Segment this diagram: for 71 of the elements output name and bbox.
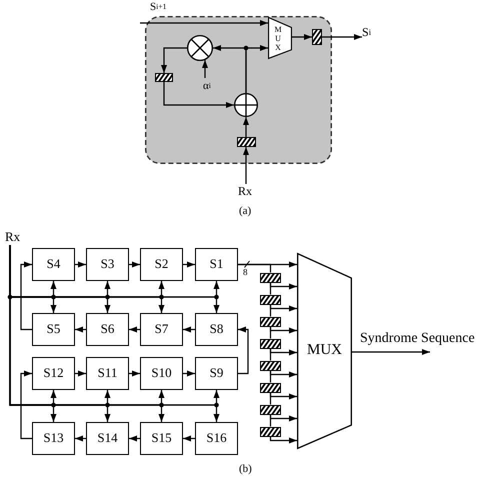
register-box: S12 — [32, 357, 75, 390]
arrow — [163, 82, 234, 108]
arrow — [183, 436, 195, 442]
arrow — [270, 304, 297, 312]
register-box: S16 — [195, 422, 238, 455]
arrow — [270, 370, 297, 378]
hatched-register — [260, 316, 281, 326]
arrow — [245, 45, 268, 93]
arrow — [75, 262, 86, 268]
arrow — [322, 34, 362, 40]
edge-label: 8 — [243, 268, 248, 278]
panel-caption: (b) — [239, 463, 252, 476]
arrow — [183, 370, 195, 376]
arrow — [352, 349, 430, 355]
arrow — [270, 282, 297, 290]
arrow — [183, 326, 195, 332]
signal-label: Rx — [5, 229, 20, 245]
register-box: S5 — [32, 313, 75, 346]
edge-label: Syndrome Sequence — [360, 331, 475, 346]
arrow — [243, 117, 249, 137]
register-box: S13 — [32, 422, 75, 455]
arrow — [129, 262, 140, 268]
register-box: S6 — [86, 313, 129, 346]
hatched-register — [260, 382, 281, 392]
dashed-panel — [145, 16, 332, 164]
register-box: S11 — [86, 357, 129, 390]
arrow — [270, 392, 297, 400]
register-box: S15 — [140, 422, 183, 455]
arrow — [75, 370, 86, 376]
register-box: S10 — [140, 357, 183, 390]
arrow — [270, 414, 297, 422]
arrow — [75, 326, 86, 332]
arrow — [20, 370, 32, 440]
multiplier-symbol — [187, 35, 213, 61]
adder-symbol — [234, 93, 258, 117]
register-box: S7 — [140, 313, 183, 346]
arrow — [270, 348, 297, 356]
arrow — [270, 326, 297, 334]
arrow — [20, 262, 32, 330]
register-box: S8 — [195, 313, 238, 346]
arrow — [202, 60, 208, 78]
arrow — [161, 47, 187, 73]
multiplexer-block: M U X — [268, 17, 292, 59]
arrow — [238, 326, 249, 374]
arrow — [129, 436, 140, 442]
hatched-register — [260, 360, 281, 370]
hatched-register — [155, 73, 173, 82]
register-box: S1 — [195, 248, 238, 281]
arrow — [292, 34, 312, 40]
hatched-register — [260, 338, 281, 348]
panel-caption: (a) — [239, 205, 252, 218]
arrow — [75, 436, 86, 442]
arrow — [243, 147, 249, 184]
arrow — [183, 262, 195, 268]
hatched-register — [260, 294, 281, 304]
arrow — [129, 326, 140, 332]
hatched-register — [260, 426, 281, 436]
arrow — [270, 436, 297, 444]
hatched-register — [236, 137, 256, 147]
register-box: S2 — [140, 248, 183, 281]
hatched-register — [260, 272, 281, 282]
hatched-register — [312, 29, 322, 45]
register-box: S4 — [32, 248, 75, 281]
connector-line — [238, 264, 272, 272]
signal-label: Rx — [238, 184, 252, 200]
register-box: S9 — [195, 357, 238, 390]
register-box: S3 — [86, 248, 129, 281]
multiplexer-block: MUX — [297, 253, 352, 449]
register-box: S14 — [86, 422, 129, 455]
arrow — [129, 370, 140, 376]
hatched-register — [260, 404, 281, 414]
